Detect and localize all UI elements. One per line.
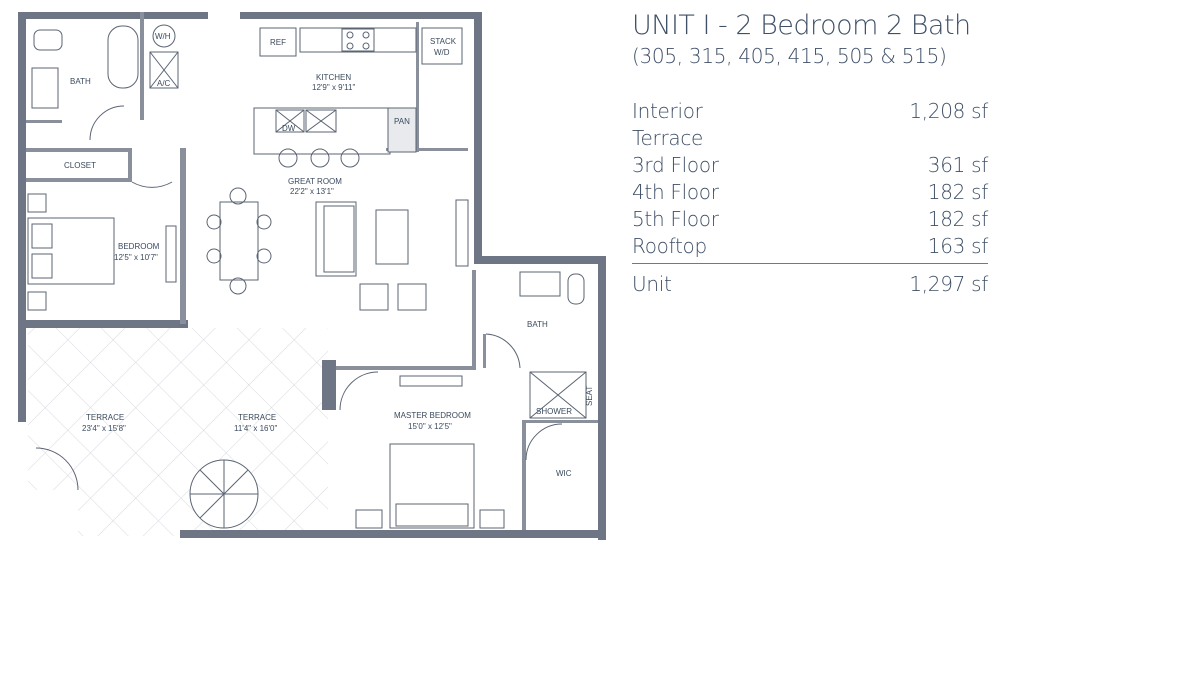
area-label: Terrace: [632, 125, 704, 150]
bath2-label: BATH: [527, 320, 548, 329]
ac-label: A/C: [157, 79, 171, 88]
total-label: Unit: [632, 271, 672, 296]
stack-label: STACK: [430, 37, 457, 46]
terrace1-dim: 23'4" x 15'8": [82, 424, 126, 433]
area-value: 1,208 sf: [909, 98, 988, 123]
pan-label: PAN: [394, 117, 410, 126]
divider: [632, 263, 988, 264]
ref-label: REF: [270, 38, 286, 47]
area-value: 361 sf: [927, 152, 989, 177]
kitchen-dim: 12'9" x 9'11": [312, 83, 355, 92]
master-furniture: [339, 371, 505, 529]
area-table: Interior 1,208 sf Terrace 3rd Floor 361 …: [632, 97, 988, 297]
bedroom-dim: 12'5" x 10'7": [114, 253, 158, 262]
master-label: MASTER BEDROOM: [394, 411, 471, 420]
floor-plan: BATH W/H A/C REF STACK W/D KITCHEN 12'9"…: [18, 12, 606, 540]
interior-walls: [26, 12, 598, 530]
total-value: 1,297 sf: [909, 271, 988, 296]
area-value: 182 sf: [927, 206, 989, 231]
shower-label: SHOWER: [536, 407, 572, 416]
terrace2-label: TERRACE: [238, 413, 276, 422]
terrace-elements: [35, 447, 259, 529]
wh-label: W/H: [155, 32, 171, 41]
master-dim: 15'0" x 12'5": [408, 422, 452, 431]
bedroom-label: BEDROOM: [118, 242, 160, 251]
terrace-floor: [28, 328, 328, 536]
terrace2-dim: 11'4" x 16'0": [234, 424, 277, 433]
area-row-3rd-floor: 3rd Floor 361 sf: [632, 151, 988, 178]
area-row-unit-total: Unit 1,297 sf: [632, 270, 988, 297]
area-row-interior: Interior 1,208 sf: [632, 97, 988, 124]
kitchen-label: KITCHEN: [316, 73, 351, 82]
closet-label: CLOSET: [64, 161, 96, 170]
wic-label: WIC: [556, 469, 572, 478]
area-row-rooftop: Rooftop 163 sf: [632, 232, 988, 259]
area-row-4th-floor: 4th Floor 182 sf: [632, 178, 988, 205]
area-value: 163 sf: [927, 233, 989, 258]
area-label: Rooftop: [632, 233, 707, 258]
area-label: Interior: [632, 98, 703, 123]
dw-label: DW: [282, 124, 296, 133]
area-row-terrace: Terrace: [632, 124, 988, 151]
area-row-5th-floor: 5th Floor 182 sf: [632, 205, 988, 232]
great-room-furniture: [206, 187, 469, 311]
bedroom-furniture: [27, 181, 177, 311]
bath1-label: BATH: [70, 77, 91, 86]
area-label: 5th Floor: [632, 206, 719, 231]
wd-label: W/D: [434, 48, 450, 57]
seat-label: SEAT: [585, 386, 594, 406]
exterior-walls: [18, 12, 606, 540]
unit-title: UNIT I - 2 Bedroom 2 Bath: [632, 10, 971, 41]
kitchen-fixtures: [253, 27, 463, 168]
great-room-dim: 22'2" x 13'1": [290, 187, 334, 196]
terrace1-label: TERRACE: [86, 413, 124, 422]
area-label: 4th Floor: [632, 179, 719, 204]
bath2-fixtures: [485, 271, 587, 461]
area-label: 3rd Floor: [632, 152, 719, 177]
bath-fixtures: [31, 24, 179, 141]
unit-numbers: (305, 315, 405, 415, 505 & 515): [632, 44, 947, 68]
great-room-label: GREAT ROOM: [288, 177, 342, 186]
area-value: 182 sf: [927, 179, 989, 204]
